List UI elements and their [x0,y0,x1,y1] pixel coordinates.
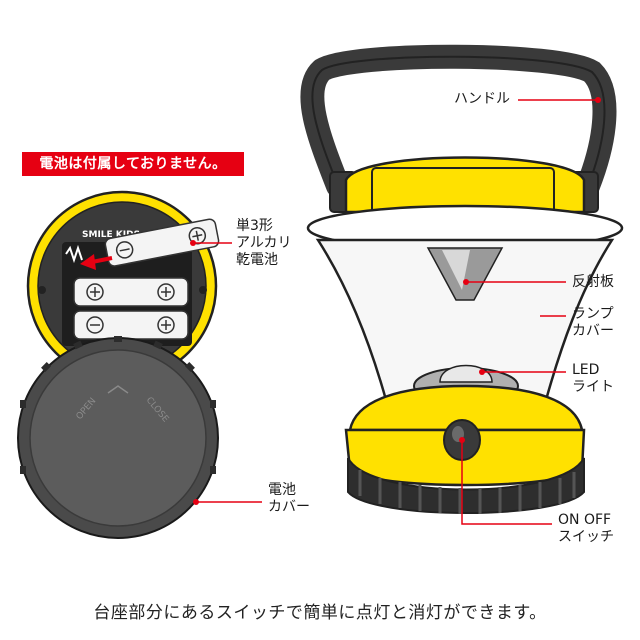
battery-slot-2 [74,278,188,306]
notice-banner: 電池は付属しておりません。 [22,152,244,176]
label-battery-cover-line1: 電池 [268,482,310,499]
label-led-line1: LED [572,362,614,379]
label-battery-line2: アルカリ [236,235,291,252]
label-lamp-cover-line2: カバー [572,323,614,340]
caption: 台座部分にあるスイッチで簡単に点灯と消灯ができます。 [0,598,640,623]
label-battery-cover: 電池 カバー [268,482,310,516]
label-battery-cover-line2: カバー [268,499,310,516]
label-reflector: 反射板 [572,274,614,291]
label-battery-line3: 乾電池 [236,252,291,269]
label-lamp-cover: ランプ カバー [572,306,614,340]
label-switch-line2: スイッチ [558,529,614,546]
battery-cover: OPEN CLOSE [18,336,218,538]
label-switch-line1: ON OFF [558,512,614,529]
label-battery-type: 単3形 アルカリ 乾電池 [236,218,291,269]
battery-slot-3 [74,311,188,339]
label-battery-line1: 単3形 [236,218,291,235]
label-switch: ON OFF スイッチ [558,512,614,546]
label-led-line2: ライト [572,379,614,396]
label-handle: ハンドル [454,91,510,108]
label-lamp-cover-line1: ランプ [572,306,614,323]
label-led: LED ライト [572,362,614,396]
